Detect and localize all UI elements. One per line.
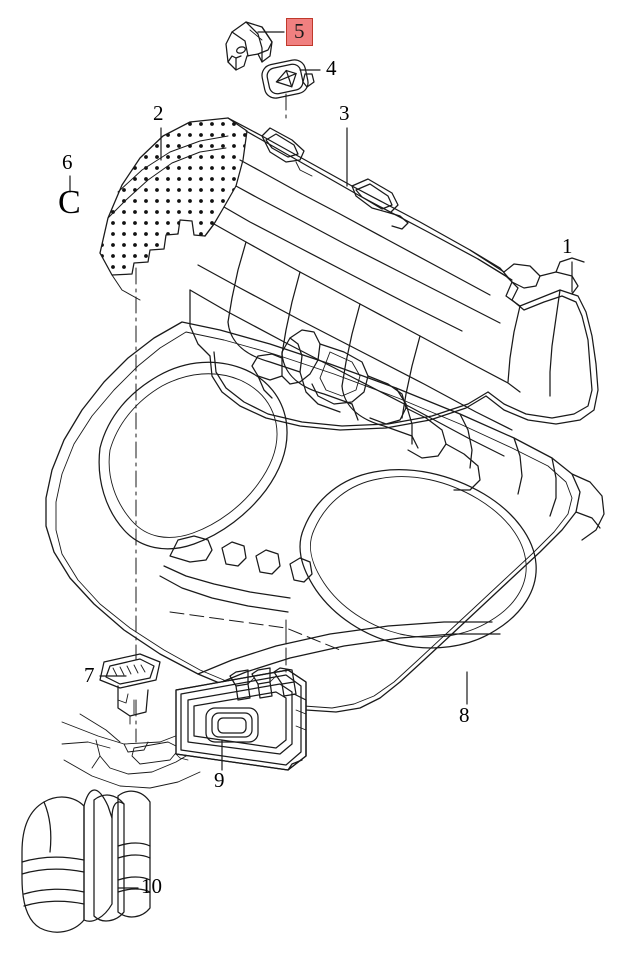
callout-10[interactable]: 10 [141,874,162,898]
part-10-bolster-pads [21,789,151,933]
callout-4[interactable]: 4 [326,56,337,80]
construction-guide-lines [169,611,341,669]
callout-5-highlighted[interactable]: 5 [286,18,313,46]
part-8-seat-pan-frame [45,321,605,713]
callout-6[interactable]: 6 [62,150,73,174]
c-clip-glyph: C [58,184,81,221]
part-4-bezel-grommet [261,59,315,99]
callout-8[interactable]: 8 [459,703,470,727]
part-3-seatback-rail [223,117,513,332]
clip-mounting-detail [61,713,201,789]
callout-9[interactable]: 9 [214,768,225,792]
part-7-push-clip [99,653,161,725]
callout-3[interactable]: 3 [339,101,350,125]
part-2-padding-hatch [99,117,248,301]
part-1-cushion-cover [189,223,599,457]
leader-lines [69,31,573,889]
part-9-trim-bezel [175,667,307,771]
callout-2[interactable]: 2 [153,101,164,125]
part-5-latch-bracket [225,21,273,71]
callout-7[interactable]: 7 [84,663,95,687]
callout-1[interactable]: 1 [562,234,573,258]
